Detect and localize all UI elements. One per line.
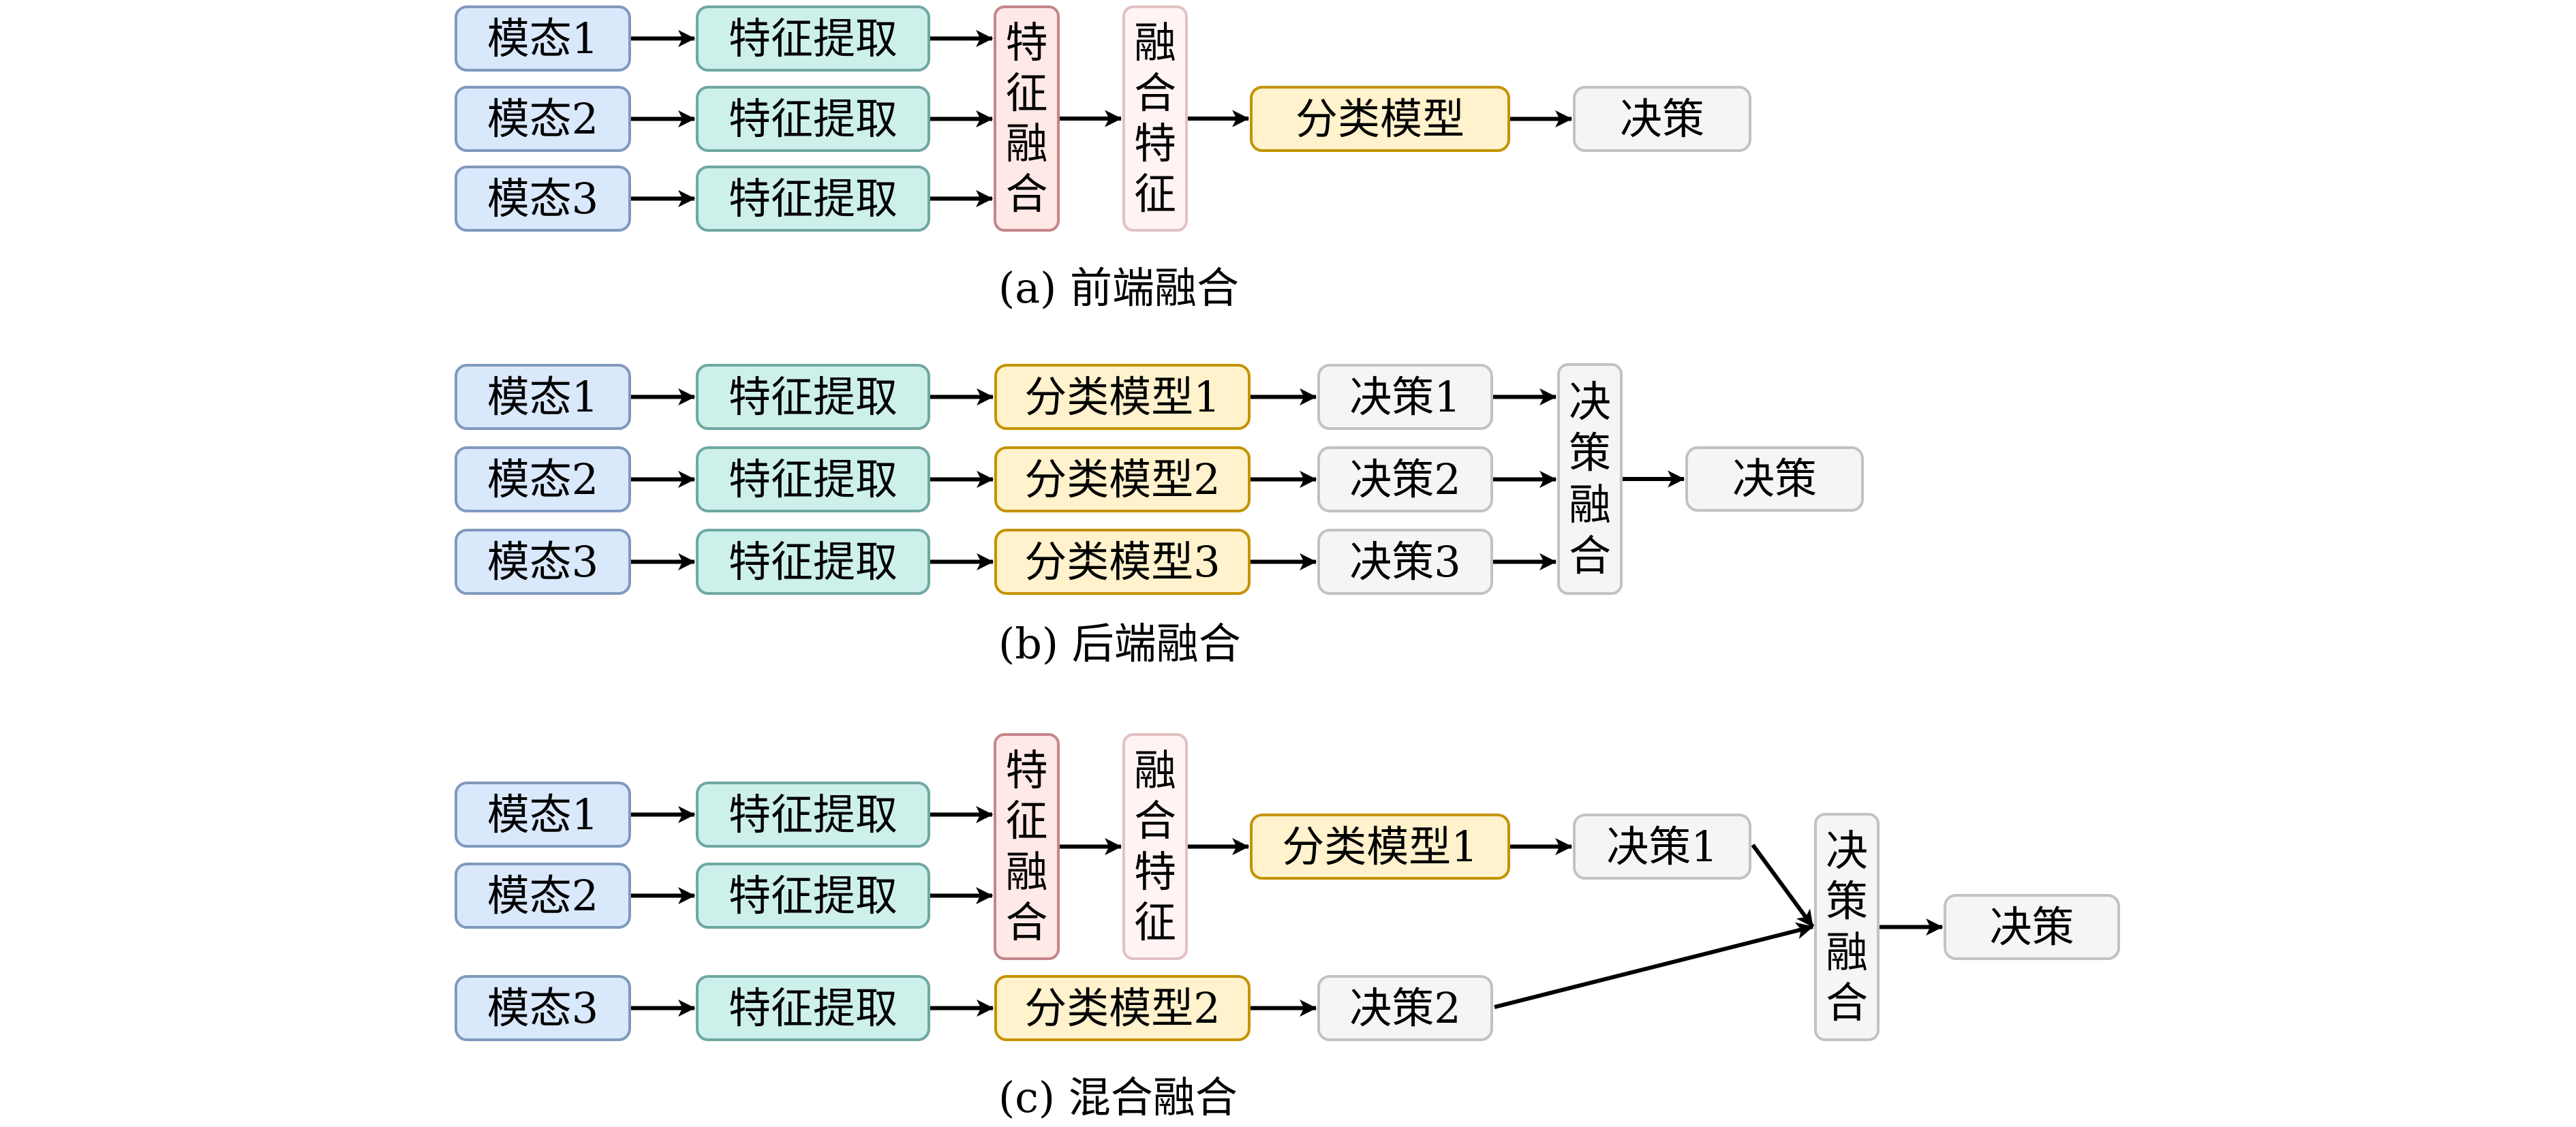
node-modality-a-m3: 模态3 — [455, 166, 631, 232]
node-label: 特征提取 — [728, 870, 898, 921]
node-label: 决策2 — [1349, 454, 1461, 504]
node-decision-b-d1: 决策1 — [1317, 364, 1493, 430]
node-label: 决策 — [1619, 93, 1704, 144]
node-modality-c-m1: 模态1 — [455, 782, 631, 848]
node-label: 决策 — [1989, 901, 2074, 952]
node-label: 模态1 — [487, 371, 599, 422]
node-label: 决策1 — [1349, 371, 1461, 422]
node-label-char: 合 — [1568, 531, 1611, 581]
node-classify-b-c3: 分类模型3 — [994, 529, 1251, 595]
node-label-char: 策 — [1825, 876, 1868, 927]
node-label-char: 特 — [1133, 846, 1176, 897]
node-extract-b-f3: 特征提取 — [696, 529, 930, 595]
node-fused-a-fused: 融合特征 — [1122, 5, 1188, 232]
node-extract-c-f1: 特征提取 — [696, 782, 930, 848]
node-label-char: 策 — [1568, 428, 1611, 478]
node-label-char: 征 — [1005, 68, 1048, 118]
node-label-char: 特 — [1133, 119, 1176, 168]
node-label-char: 合 — [1825, 978, 1868, 1028]
node-label: 分类模型2 — [1024, 983, 1221, 1033]
node-modality-c-m3: 模态3 — [455, 975, 631, 1041]
node-modality-b-m3: 模态3 — [455, 529, 631, 595]
arrow-c-d2-to-c-dfuse — [1494, 922, 1814, 1009]
node-label: 模态2 — [487, 93, 599, 144]
node-label-char: 融 — [1005, 846, 1048, 897]
node-label: 特征提取 — [728, 371, 898, 422]
node-fuse-c-fuse: 特征融合 — [994, 733, 1060, 960]
node-label: 模态2 — [487, 870, 599, 921]
node-label: 模态1 — [487, 13, 599, 63]
node-classify-c-c1: 分类模型1 — [1250, 814, 1510, 880]
node-decision-c-d2: 决策2 — [1317, 975, 1493, 1041]
node-label-char: 融 — [1133, 18, 1176, 67]
node-label-char: 融 — [1825, 927, 1868, 977]
node-label: 决策3 — [1349, 536, 1461, 587]
node-decision-b-d3: 决策3 — [1317, 529, 1493, 595]
node-classify-a-cls: 分类模型 — [1250, 86, 1510, 152]
node-extract-b-f2: 特征提取 — [696, 446, 930, 512]
node-fuse-a-fuse: 特征融合 — [994, 5, 1060, 232]
node-label: 特征提取 — [728, 454, 898, 504]
node-label-char: 合 — [1005, 169, 1048, 219]
node-modality-a-m2: 模态2 — [455, 86, 631, 152]
node-extract-a-f1: 特征提取 — [696, 5, 930, 72]
node-label: 模态2 — [487, 454, 599, 504]
node-label: 模态3 — [487, 173, 599, 223]
node-decision-b-d2: 决策2 — [1317, 446, 1493, 512]
node-label-char: 合 — [1133, 796, 1176, 846]
node-decision-c-final: 决策 — [1944, 894, 2120, 960]
node-fused-c-fused: 融合特征 — [1122, 733, 1188, 960]
node-label-char: 决 — [1568, 376, 1611, 427]
node-label-char: 征 — [1133, 169, 1176, 219]
node-extract-a-f2: 特征提取 — [696, 86, 930, 152]
node-classify-c-c2: 分类模型2 — [994, 975, 1251, 1041]
node-label: 分类模型 — [1295, 93, 1465, 144]
node-label: 分类模型3 — [1024, 536, 1221, 587]
node-label: 决策2 — [1349, 983, 1461, 1033]
node-label: 特征提取 — [728, 93, 898, 144]
node-label: 模态3 — [487, 536, 599, 587]
node-label: 分类模型1 — [1282, 821, 1478, 871]
node-classify-b-c2: 分类模型2 — [994, 446, 1251, 512]
node-label-char: 融 — [1568, 479, 1611, 529]
node-label: 特征提取 — [728, 13, 898, 63]
node-label: 模态1 — [487, 789, 599, 839]
node-extract-c-f2: 特征提取 — [696, 863, 930, 929]
node-label-char: 决 — [1825, 825, 1868, 876]
node-label: 模态3 — [487, 983, 599, 1033]
caption-b: (b) 后端融合 — [998, 619, 1241, 668]
node-label: 特征提取 — [728, 789, 898, 839]
node-modality-b-m1: 模态1 — [455, 364, 631, 430]
node-decision-c-d1: 决策1 — [1573, 814, 1751, 880]
node-label-char: 征 — [1005, 796, 1048, 846]
node-label: 特征提取 — [728, 173, 898, 223]
node-label-char: 融 — [1133, 745, 1176, 796]
node-classify-b-c1: 分类模型1 — [994, 364, 1251, 430]
node-label-char: 融 — [1005, 119, 1048, 168]
node-decision-b-final: 决策 — [1685, 446, 1864, 512]
node-label: 分类模型2 — [1024, 454, 1221, 504]
node-modality-a-m1: 模态1 — [455, 5, 631, 72]
node-modality-c-m2: 模态2 — [455, 863, 631, 929]
node-decision-c-dfuse: 决策融合 — [1814, 813, 1880, 1041]
node-extract-c-f3: 特征提取 — [696, 975, 930, 1041]
node-label-char: 合 — [1005, 897, 1048, 947]
node-modality-b-m2: 模态2 — [455, 446, 631, 512]
node-label-char: 特 — [1005, 18, 1048, 67]
arrow-c-d1-to-c-dfuse — [1751, 844, 1815, 928]
node-decision-b-dfuse: 决策融合 — [1557, 363, 1623, 595]
node-label-char: 合 — [1133, 68, 1176, 118]
caption-a: (a) 前端融合 — [998, 263, 1240, 313]
node-extract-b-f1: 特征提取 — [696, 364, 930, 430]
node-decision-a-dec: 决策 — [1573, 86, 1751, 152]
node-label-char: 特 — [1005, 745, 1048, 796]
caption-c: (c) 混合融合 — [998, 1072, 1238, 1122]
node-label: 特征提取 — [728, 983, 898, 1033]
node-label: 决策1 — [1606, 821, 1718, 871]
node-label: 特征提取 — [728, 536, 898, 587]
node-label: 分类模型1 — [1024, 371, 1221, 422]
node-label: 决策 — [1732, 454, 1817, 504]
node-label-char: 征 — [1133, 897, 1176, 947]
node-extract-a-f3: 特征提取 — [696, 166, 930, 232]
